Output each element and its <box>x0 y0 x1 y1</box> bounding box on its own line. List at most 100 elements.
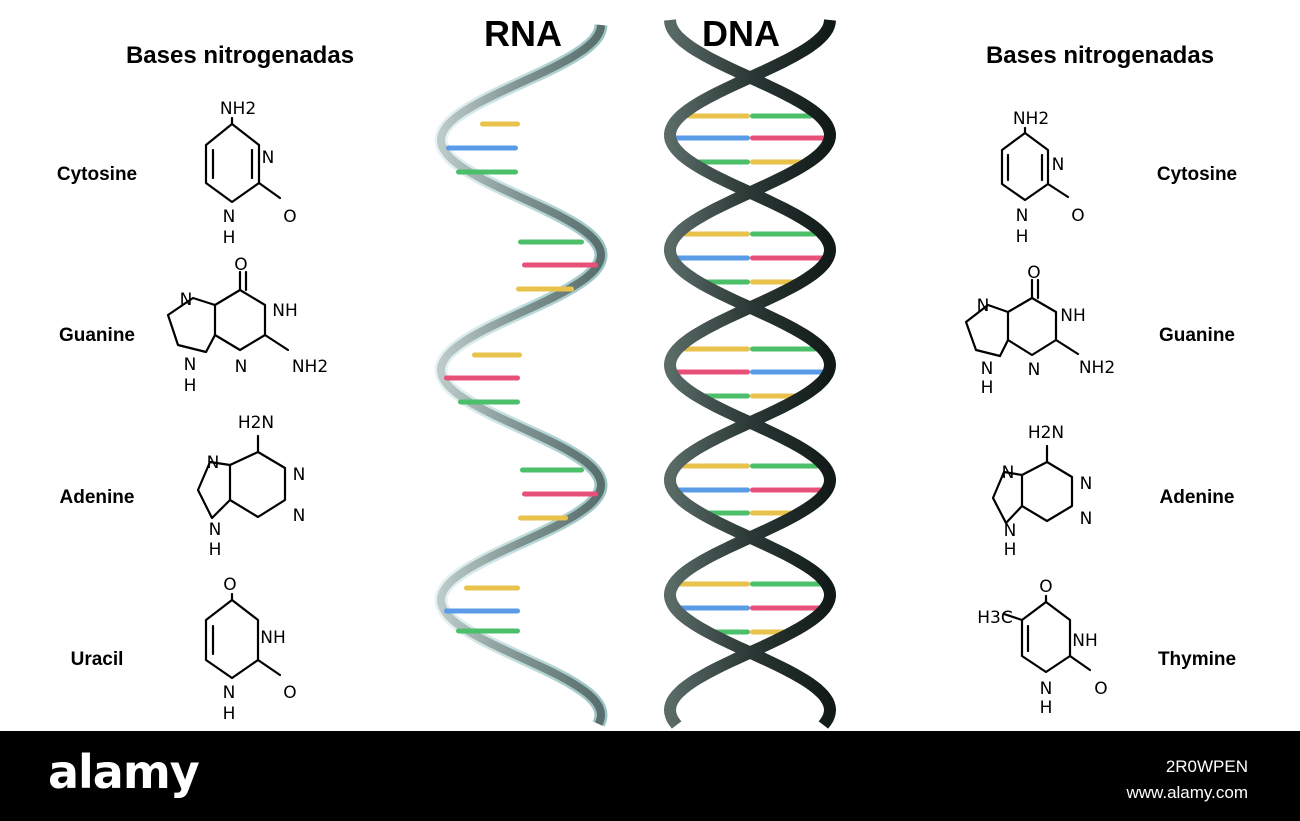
svg-text:N: N <box>235 357 248 377</box>
svg-text:H: H <box>209 540 222 560</box>
svg-text:O: O <box>1094 679 1107 699</box>
dna-base-pair-right <box>750 487 830 493</box>
svg-text:NH2: NH2 <box>1013 109 1049 129</box>
dna-base-pair-right <box>750 605 829 611</box>
rna-base-rung <box>518 239 584 245</box>
svg-text:N: N <box>981 359 994 379</box>
base-name-left-uracil: Uracil <box>71 649 124 670</box>
svg-text:N: N <box>1028 360 1041 380</box>
dna-base-pair-right <box>750 581 823 587</box>
adenine-structure-left: H2N N N N N H <box>196 413 306 560</box>
rna-base-rung <box>458 399 520 405</box>
dna-base-pair-left <box>671 605 750 611</box>
svg-text:N: N <box>209 520 222 540</box>
dna-base-pair-right <box>750 369 830 375</box>
guanine-structure-left: O N NH N H N NH2 <box>166 255 328 396</box>
dna-strand-1 <box>663 19 837 729</box>
cytosine-structure-left: NH2 N O N H <box>204 99 297 248</box>
dna-base-pair-left <box>670 135 750 141</box>
rna-base-rung <box>520 467 584 473</box>
svg-text:H: H <box>223 228 236 248</box>
alamy-logo: alamy <box>48 745 200 799</box>
svg-text:H: H <box>1040 698 1053 718</box>
thymine-structure-right: O H3C NH O N H <box>977 577 1107 718</box>
uracil-structure-left: O NH O N H <box>204 575 297 724</box>
svg-text:N: N <box>293 465 306 485</box>
svg-text:H3C: H3C <box>977 608 1012 628</box>
svg-text:O: O <box>223 575 236 595</box>
heading-left: Bases nitrogenadas <box>126 42 354 69</box>
dna-base-pair-left <box>670 487 750 493</box>
svg-text:NH2: NH2 <box>1079 358 1115 378</box>
base-name-left-adenine: Adenine <box>60 487 135 508</box>
svg-text:N: N <box>1016 206 1029 226</box>
base-name-left-guanine: Guanine <box>59 325 135 346</box>
adenine-structure-right: H2N N N N N H <box>991 423 1093 560</box>
svg-text:NH: NH <box>1072 631 1098 651</box>
rna-backbone-shade <box>436 24 606 726</box>
dna-base-pair-right <box>750 463 820 469</box>
dna-double-helix <box>663 19 837 729</box>
heading-right: Bases nitrogenadas <box>986 42 1214 69</box>
svg-text:O: O <box>283 207 296 227</box>
svg-text:H: H <box>1004 540 1017 560</box>
base-name-right-adenine: Adenine <box>1160 487 1235 508</box>
rna-base-rung <box>480 121 520 127</box>
svg-text:N: N <box>977 296 990 316</box>
rna-backbone <box>434 24 608 727</box>
base-name-right-guanine: Guanine <box>1159 325 1235 346</box>
svg-text:N: N <box>223 683 236 703</box>
dna-base-pair-left <box>680 463 750 469</box>
svg-text:O: O <box>283 683 296 703</box>
watermark-text: 2R0WPEN www.alamy.com <box>1126 754 1248 806</box>
dna-base-pair-right <box>750 135 830 141</box>
dna-base-pair-left <box>682 346 750 352</box>
svg-text:O: O <box>234 255 247 275</box>
guanine-structure-right: O N NH N H N NH2 <box>964 263 1115 398</box>
image-id: 2R0WPEN <box>1165 757 1248 776</box>
site-url: www.alamy.com <box>1126 783 1248 802</box>
heading-rna: RNA <box>484 13 562 54</box>
svg-text:N: N <box>1052 155 1065 175</box>
heading-dna: DNA <box>702 13 780 54</box>
rna-single-strand <box>434 24 608 727</box>
base-name-right-thymine: Thymine <box>1158 649 1236 670</box>
svg-text:NH2: NH2 <box>220 99 256 119</box>
svg-text:H2N: H2N <box>238 413 274 433</box>
svg-text:H: H <box>1016 227 1029 247</box>
rna-base-rung <box>516 286 574 292</box>
svg-text:N: N <box>293 506 306 526</box>
svg-text:NH: NH <box>272 301 298 321</box>
dna-base-pair-left <box>686 113 750 119</box>
dna-base-pair-right <box>750 113 814 119</box>
svg-text:N: N <box>1002 463 1015 483</box>
svg-text:N: N <box>1040 679 1053 699</box>
dna-base-pair-left <box>677 581 750 587</box>
rna-base-rung <box>522 262 598 268</box>
dna-base-pair-right <box>750 255 830 261</box>
dna-base-pair-left <box>682 231 750 237</box>
rna-base-rung <box>522 491 598 497</box>
rna-base-rung <box>472 352 522 358</box>
svg-text:N: N <box>262 148 275 168</box>
svg-text:N: N <box>207 453 220 473</box>
svg-text:N: N <box>223 207 236 227</box>
svg-text:N: N <box>180 290 193 310</box>
rna-base-rung <box>446 145 518 151</box>
svg-text:H: H <box>184 376 197 396</box>
svg-text:NH: NH <box>1060 306 1086 326</box>
dna-strand-2 <box>663 19 837 729</box>
rna-base-rung <box>464 585 520 591</box>
svg-text:N: N <box>1080 509 1093 529</box>
svg-text:H2N: H2N <box>1028 423 1064 443</box>
cytosine-structure-right: NH2 N O N H <box>1000 109 1085 247</box>
svg-text:N: N <box>184 355 197 375</box>
svg-text:H: H <box>981 378 994 398</box>
svg-text:NH: NH <box>260 628 286 648</box>
dna-base-pair-left <box>670 369 750 375</box>
svg-text:N: N <box>1080 474 1093 494</box>
svg-text:O: O <box>1027 263 1040 283</box>
base-name-right-cytosine: Cytosine <box>1157 164 1237 185</box>
rna-base-rung <box>444 375 520 381</box>
